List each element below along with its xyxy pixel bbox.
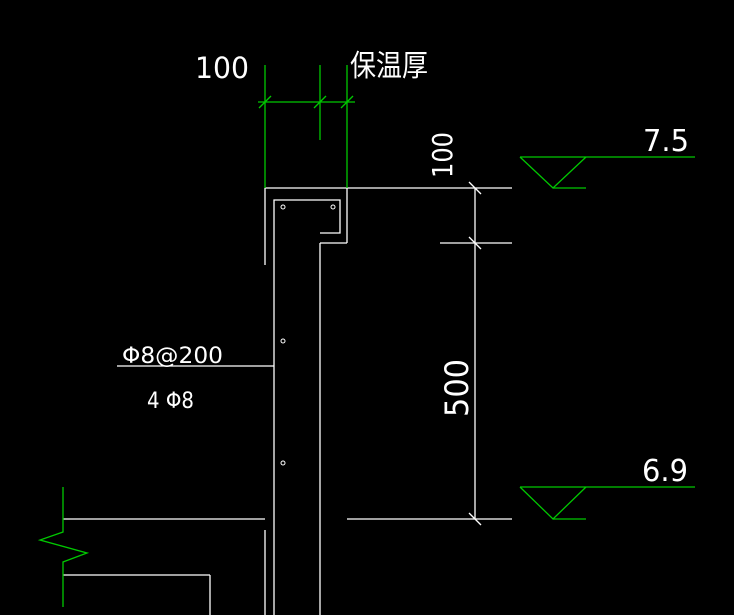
rebar-dot: [280, 204, 286, 210]
break-line: [37, 487, 90, 607]
longitudinal-rebar-label: 4 Φ8: [147, 389, 194, 414]
stirrup-rebar-label: Φ8@200: [122, 344, 223, 369]
parapet-top-dimension: 100: [426, 132, 459, 178]
top-width-dimension: 100: [195, 51, 249, 85]
elevation-marker-lower: [519, 486, 695, 520]
top-dimension: [258, 65, 355, 188]
elevation-lower-value: 6.9: [642, 454, 688, 489]
rebar-cage: [273, 199, 341, 615]
rebar-dot: [330, 204, 336, 210]
parapet-section-outline: [264, 187, 512, 615]
parapet-height-dimension: 500: [438, 359, 476, 417]
rebar-dot: [280, 338, 286, 344]
vertical-dimension: [440, 181, 512, 526]
insulation-thickness-label: 保温厚: [350, 49, 428, 84]
rebar-dot: [280, 460, 286, 466]
elevation-upper-value: 7.5: [643, 124, 689, 159]
elevation-marker-upper: [519, 156, 695, 189]
roof-slab: [63, 518, 512, 615]
